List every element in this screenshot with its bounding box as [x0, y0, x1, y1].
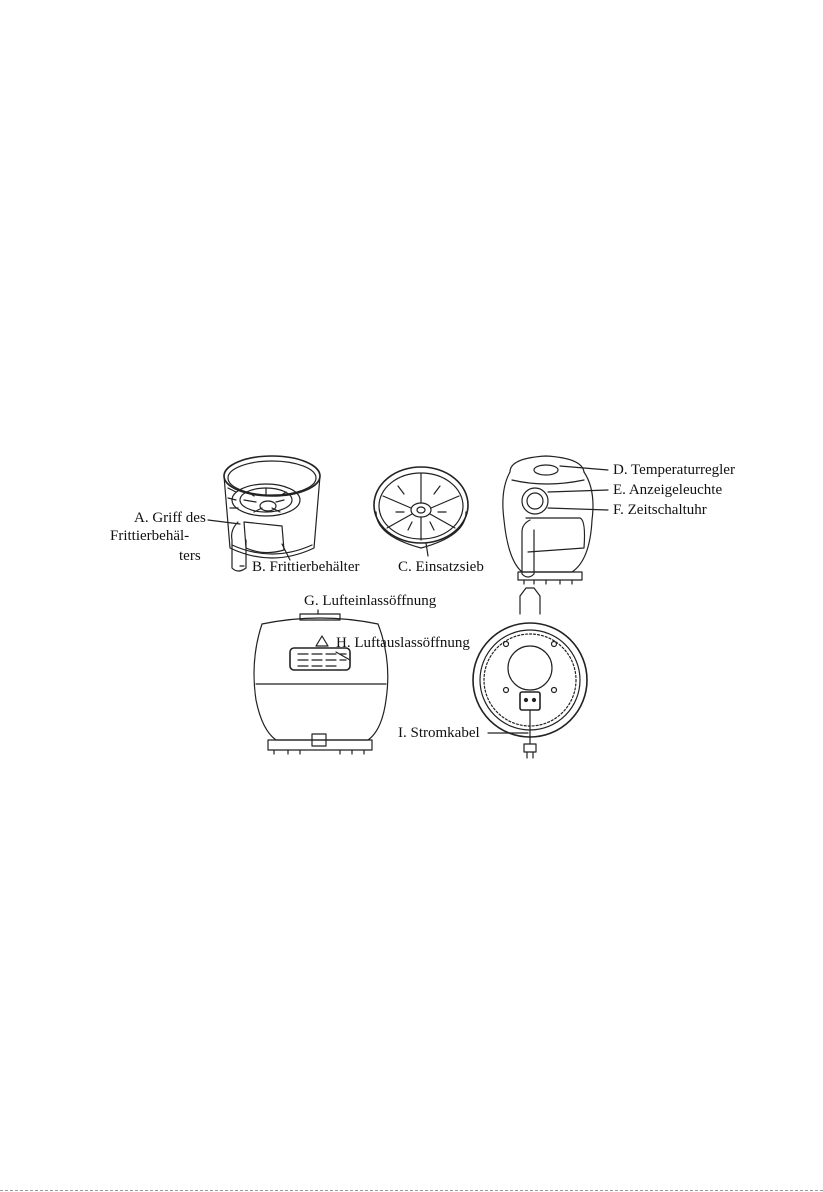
label-a-line1: A. Griff des	[134, 510, 206, 527]
label-a-line3: ters	[179, 548, 201, 565]
label-f: F. Zeitschaltuhr	[613, 502, 707, 519]
label-i: I. Stromkabel	[398, 725, 480, 742]
leader-line-h	[336, 652, 350, 660]
insert-sieve-illustration	[374, 467, 468, 548]
air-fryer-front-illustration	[503, 456, 593, 584]
leader-line-e	[548, 490, 608, 492]
label-a-line2: Frittierbehäl-	[110, 528, 189, 545]
leader-line-d	[560, 466, 608, 470]
basket-illustration	[224, 456, 320, 571]
leader-line-c	[426, 543, 428, 556]
bottom-rule	[0, 1190, 823, 1191]
leader-line-f	[548, 508, 608, 510]
label-d: D. Temperaturregler	[613, 462, 735, 479]
label-b: B. Frittierbehälter	[252, 559, 359, 576]
label-c: C. Einsatzsieb	[398, 559, 484, 576]
leader-line-a	[208, 520, 240, 524]
label-e: E. Anzeigeleuchte	[613, 482, 722, 499]
label-g: G. Lufteinlassöffnung	[304, 593, 436, 610]
label-h: H. Luftauslassöffnung	[336, 635, 470, 652]
